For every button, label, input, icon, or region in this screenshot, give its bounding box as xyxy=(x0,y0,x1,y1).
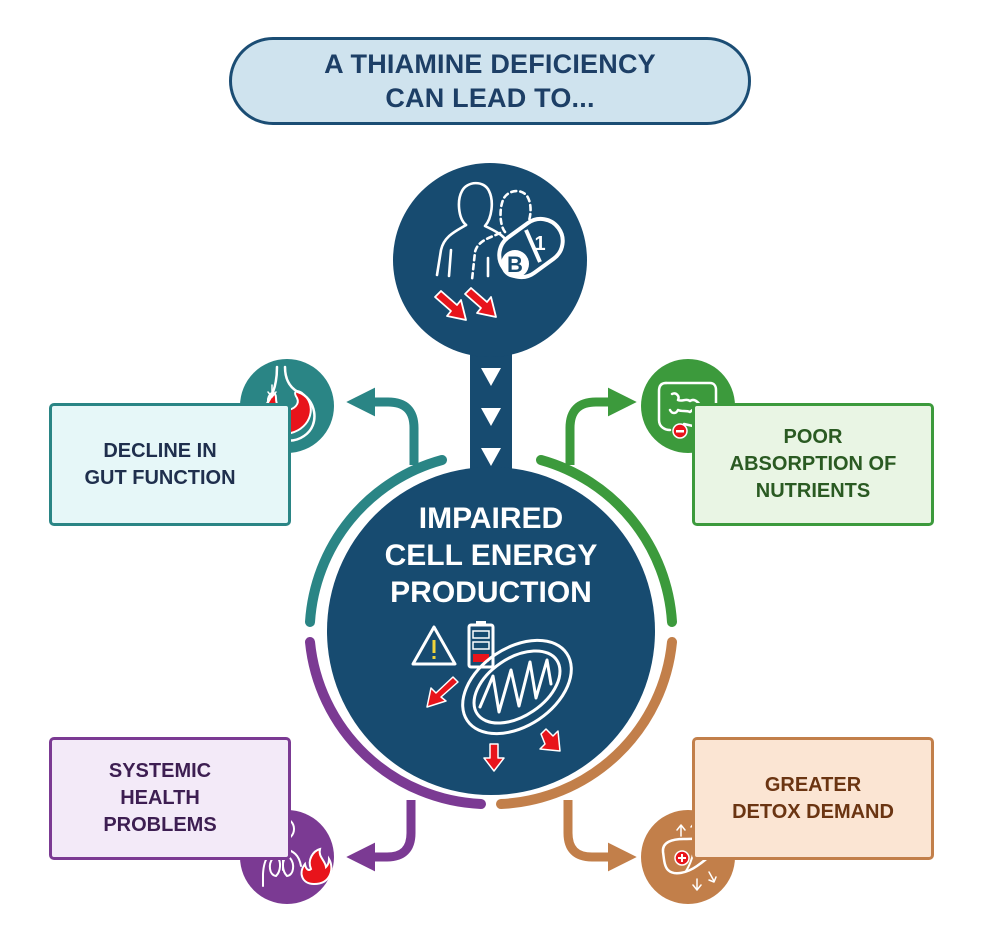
vitamin-letter: B xyxy=(507,252,523,277)
systemic-line-1: SYSTEMIC xyxy=(108,760,212,782)
title-line-1: A THIAMINE DEFICIENCY xyxy=(324,49,656,79)
center-label: IMPAIRED CELL ENERGY PRODUCTION xyxy=(360,500,622,611)
mitochondrion-icon xyxy=(461,638,573,736)
arrow-to-detox xyxy=(563,800,637,872)
title-line-2: CAN LEAD TO... xyxy=(385,83,595,113)
outcome-poor-absorption: POOR ABSORPTION OF NUTRIENTS xyxy=(692,403,934,526)
down-triangle-3 xyxy=(481,448,501,466)
down-triangle-2 xyxy=(481,408,501,426)
nutrients-line-2: ABSORPTION OF xyxy=(729,453,897,475)
arrow-to-systemic xyxy=(346,800,416,872)
vitamin-number: 1 xyxy=(534,233,545,255)
gut-line-1: DECLINE IN xyxy=(103,439,217,462)
center-circle xyxy=(327,467,655,795)
decline-arrows-icon xyxy=(426,676,561,772)
center-line-3: PRODUCTION xyxy=(390,576,592,609)
systemic-line-2: HEALTH xyxy=(120,787,200,809)
ring-segment-purple xyxy=(305,637,486,809)
outcome-systemic-health: SYSTEMIC HEALTH PROBLEMS xyxy=(49,737,291,860)
arrow-to-gut xyxy=(346,387,419,465)
detox-line-2: DETOX DEMAND xyxy=(732,800,894,823)
outcome-detox-demand: GREATER DETOX DEMAND xyxy=(692,737,934,860)
gut-line-2: GUT FUNCTION xyxy=(84,466,236,489)
warning-icon xyxy=(411,625,457,666)
detox-line-1: GREATER xyxy=(764,773,862,796)
center-line-2: CELL ENERGY xyxy=(384,539,598,572)
arrow-to-nutrients xyxy=(565,387,637,465)
vitamin-b1-capsule: B 1 xyxy=(497,216,565,280)
deficiency-circle xyxy=(393,163,587,357)
down-triangle-1 xyxy=(481,368,501,386)
center-line-1: IMPAIRED xyxy=(418,502,564,535)
nutrients-line-3: NUTRIENTS xyxy=(755,480,871,502)
nutrients-line-1: POOR xyxy=(783,426,843,448)
ring-segment-teal xyxy=(305,455,447,627)
title-banner: A THIAMINE DEFICIENCY CAN LEAD TO... xyxy=(229,37,751,125)
ring-segment-orange xyxy=(496,637,677,809)
outcome-gut-function: DECLINE IN GUT FUNCTION xyxy=(49,403,291,526)
decrease-arrows-icon xyxy=(434,287,497,321)
systemic-line-3: PROBLEMS xyxy=(103,814,217,836)
ring-segment-green xyxy=(536,455,677,627)
